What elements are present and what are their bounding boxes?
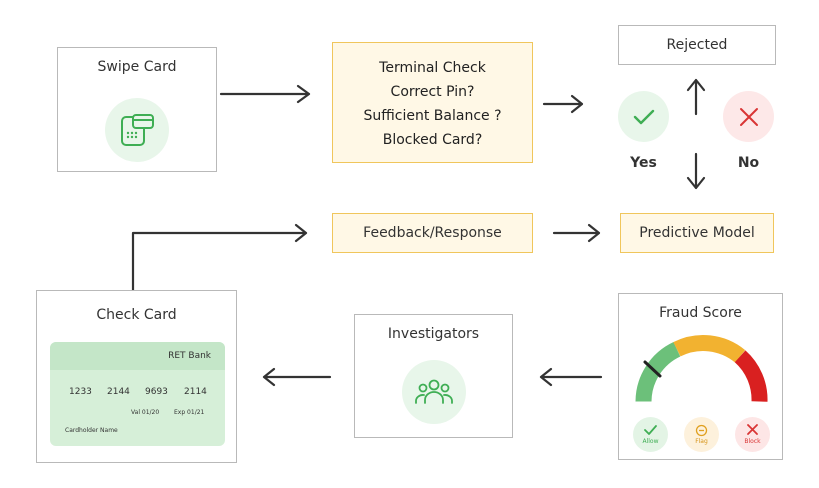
swipe-card-box: Swipe Card	[57, 47, 217, 172]
yes-circle	[618, 91, 669, 142]
check-icon	[644, 425, 657, 435]
block-label: Block	[744, 438, 761, 445]
predictive-model-title: Predictive Model	[639, 225, 755, 241]
fraud-score-box: Fraud Score Allow Flag Block	[618, 293, 783, 460]
rejected-title: Rejected	[666, 37, 728, 53]
terminal-line-balance: Sufficient Balance ?	[363, 108, 502, 124]
arrow-terminal-to-decision	[542, 94, 584, 114]
investigators-box: Investigators	[354, 314, 513, 438]
card-reader-icon	[121, 114, 154, 146]
card-number-2: 2144	[107, 387, 130, 397]
card-number-1: 1233	[69, 387, 92, 397]
card-number-3: 9693	[145, 387, 168, 397]
terminal-check-text: Terminal Check Correct Pin? Sufficient B…	[333, 56, 532, 152]
allow-label: Allow	[642, 438, 659, 445]
card-reader-icon-circle	[105, 98, 169, 162]
bank-card: RET Bank 1233 2144 9693 2114 Val 01/20 E…	[50, 342, 225, 446]
gauge-segment-high	[734, 350, 768, 402]
feedback-box: Feedback/Response	[332, 213, 533, 253]
terminal-check-box: Terminal Check Correct Pin? Sufficient B…	[332, 42, 533, 163]
swipe-card-title: Swipe Card	[97, 59, 177, 75]
people-icon	[415, 379, 453, 404]
yes-label: Yes	[630, 155, 657, 171]
predictive-model-box: Predictive Model	[620, 213, 774, 253]
gauge-segment-mid	[673, 335, 746, 363]
minus-circle-icon	[695, 424, 708, 437]
arrow-investigators-to-checkcard	[262, 367, 332, 387]
gauge-needle	[643, 360, 662, 378]
check-card-title: Check Card	[96, 307, 177, 323]
check-card-box: Check Card RET Bank 1233 2144 9693 2114 …	[36, 290, 237, 463]
flag-badge: Flag	[684, 417, 719, 452]
people-icon-circle	[402, 360, 466, 424]
no-label: No	[737, 155, 760, 171]
terminal-line-pin: Correct Pin?	[390, 84, 475, 100]
allow-badge: Allow	[633, 417, 668, 452]
card-valid: Val 01/20	[131, 409, 160, 416]
card-holder: Cardholder Name	[65, 427, 118, 434]
bank-name: RET Bank	[168, 351, 211, 361]
arrow-swipe-to-terminal	[219, 84, 311, 104]
terminal-line-title: Terminal Check	[379, 60, 486, 76]
no-circle	[723, 91, 774, 142]
close-icon	[739, 107, 758, 126]
flag-label: Flag	[695, 438, 708, 445]
block-badge: Block	[735, 417, 770, 452]
card-expiry: Exp 01/21	[174, 409, 205, 416]
card-number-4: 2114	[184, 387, 207, 397]
arrow-up-to-rejected	[686, 78, 706, 116]
investigators-title: Investigators	[387, 326, 480, 342]
arrow-feedback-to-model	[552, 223, 601, 243]
terminal-line-blocked: Blocked Card?	[382, 132, 483, 148]
arrow-down-to-model	[686, 152, 706, 190]
close-icon	[747, 424, 758, 435]
check-icon	[633, 109, 654, 124]
rejected-box: Rejected	[618, 25, 776, 65]
arrow-checkcard-to-feedback	[131, 223, 308, 294]
arrow-fraud-to-investigators	[539, 367, 603, 387]
feedback-title: Feedback/Response	[363, 225, 502, 241]
fraud-gauge	[635, 335, 768, 402]
fraud-score-title: Fraud Score	[659, 305, 742, 321]
bank-card-header	[50, 342, 225, 370]
